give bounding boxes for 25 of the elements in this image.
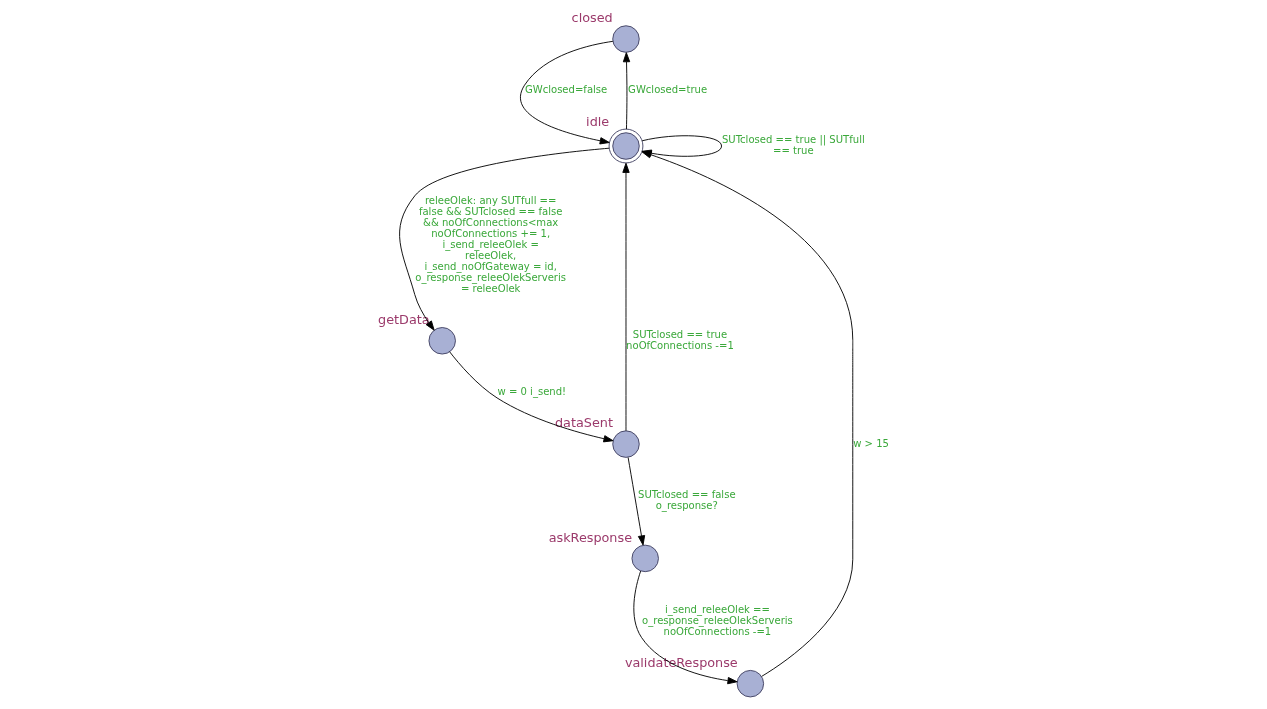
- edge-label: SUTclosed == false o_response?: [637, 489, 736, 512]
- node-circle: [631, 544, 659, 573]
- node-circle: [611, 430, 640, 458]
- edge-label: SUTclosed == true noOfConnections -=1: [625, 328, 734, 351]
- arrow: [398, 147, 610, 331]
- edge-label: w = 0 i_send!: [497, 386, 566, 398]
- node-label: dataSent: [554, 415, 613, 431]
- edge-label: w > 15: [852, 437, 889, 449]
- node-circle: [611, 25, 640, 53]
- edge-label: GWclosed=true: [627, 84, 707, 96]
- edge-label: GWclosed=false: [524, 84, 607, 96]
- node-label: closed: [571, 10, 613, 26]
- node-circle: [428, 327, 456, 355]
- arrow: [448, 351, 613, 443]
- arrow: [621, 162, 630, 432]
- arrow: [622, 52, 630, 130]
- edge-label: SUTclosed == true || SUTfull == true: [721, 134, 865, 157]
- arrow: [627, 457, 645, 546]
- node-label: askResponse: [548, 529, 632, 545]
- node-circle: [736, 669, 764, 698]
- edge-label: releeOlek: any SUTfull == false && SUTclosed == false && noOfConnections<max noOfConnections += 1, i_send_releeOlek = releeOlek, i_send_noOfGateway = id, o_response_releeOlekServeris = releeOlek: [414, 194, 566, 294]
- edge-label: i_send_releeOlek == o_response_releeOlekServeris noOfConnections -=1: [641, 603, 793, 637]
- arrow: [632, 570, 738, 685]
- arrow: [519, 40, 613, 145]
- node-label: idle: [585, 113, 609, 129]
